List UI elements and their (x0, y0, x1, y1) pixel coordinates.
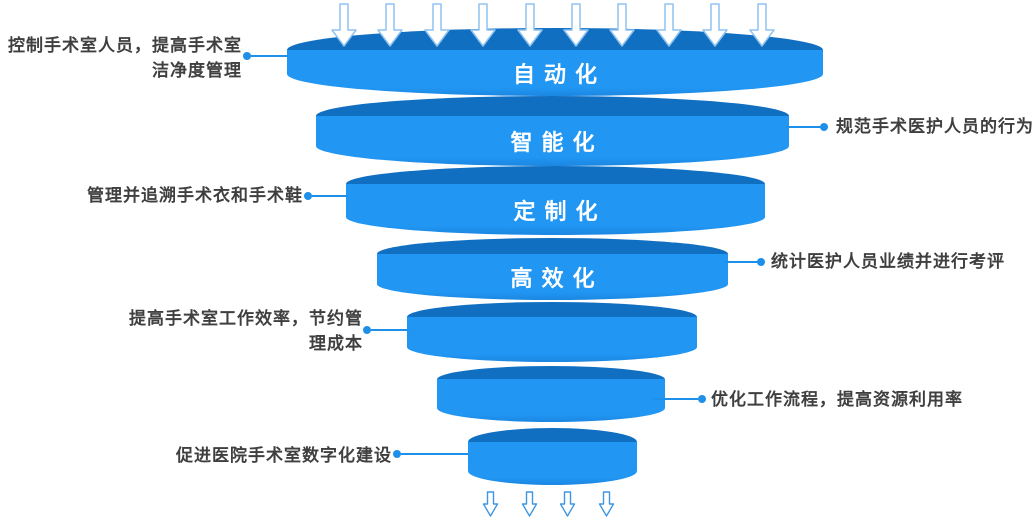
cylinder-side (468, 442, 637, 485)
connector-dot (363, 326, 371, 334)
funnel-layer-6 (437, 366, 665, 438)
connector-dot (243, 52, 251, 60)
annotation-text-or-room-control: 控制手术室人员，提高手术室 洁净度管理 (8, 36, 242, 80)
connector-dot (393, 450, 401, 458)
funnel-layer-intelligence: 智能化 (316, 96, 789, 188)
down-arrow-icon (331, 3, 357, 54)
connector-line (725, 261, 758, 263)
connector-dot (757, 258, 765, 266)
layer-label: 高效化 (510, 266, 604, 291)
down-arrow-icon (598, 491, 615, 521)
cylinder-side (346, 184, 765, 235)
down-arrow-icon (521, 491, 538, 521)
down-arrow-icon (609, 3, 636, 54)
connector-dot (304, 192, 312, 200)
down-arrow-icon (563, 3, 589, 54)
connector-line (312, 195, 348, 197)
connector-line (371, 329, 409, 331)
connector-line (653, 398, 698, 400)
annotation-text-trace-gowns: 管理并追溯手术衣和手术鞋 (87, 186, 303, 205)
connector-line (786, 126, 821, 128)
down-arrow-icon (424, 3, 450, 54)
down-arrow-icon (482, 491, 499, 521)
funnel-layer-automation: 自动化 (287, 28, 823, 120)
down-arrow-icon (748, 3, 775, 54)
funnel-layer-efficiency: 高效化 (377, 238, 728, 318)
funnel-layer-7 (468, 428, 637, 500)
cylinder-side (316, 116, 789, 166)
funnel-layer-customization: 定制化 (346, 166, 765, 256)
cylinder-side (287, 50, 823, 96)
annotation-text-staff-behavior: 规范手术医护人员的行为 (836, 117, 1034, 136)
down-arrow-icon (702, 3, 728, 54)
funnel-layer-5 (407, 302, 697, 380)
annotation-text-digital-construction: 促进医院手术室数字化建设 (176, 446, 392, 465)
layer-label: 定制化 (513, 198, 607, 224)
down-arrow-icon (516, 3, 543, 54)
annotation-text-workflow-optimization: 优化工作流程，提高资源利用率 (711, 390, 963, 409)
down-arrow-icon (656, 3, 682, 54)
down-arrow-icon (377, 3, 404, 54)
layer-label: 智能化 (510, 130, 604, 155)
layer-label: 自动化 (512, 62, 606, 87)
cylinder-side (377, 254, 728, 300)
down-arrow-icon (470, 3, 496, 54)
down-arrow-icon (559, 491, 576, 521)
connector-line (250, 55, 288, 57)
cylinder-side (407, 317, 697, 362)
connector-dot (698, 395, 706, 403)
annotation-text-efficiency-cost: 提高手术室工作效率，节约管 理成本 (129, 309, 363, 353)
connector-line (401, 453, 469, 455)
annotation-text-performance-review: 统计医护人员业绩并进行考评 (771, 252, 1005, 271)
cylinder-side (437, 379, 665, 422)
connector-dot (820, 123, 828, 131)
